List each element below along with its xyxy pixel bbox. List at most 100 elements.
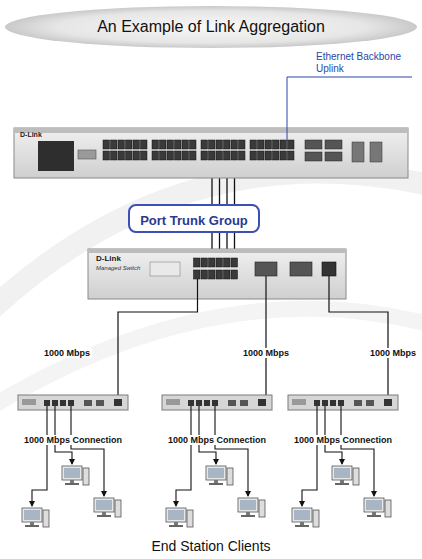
monitor [94,498,114,512]
screen [96,500,112,510]
port [224,258,231,267]
port [126,140,133,149]
port [96,400,104,406]
stand [246,512,250,515]
tower [43,510,49,527]
port [190,151,197,160]
base [169,525,183,527]
port [196,400,202,406]
computer-icon [292,508,319,527]
base [209,483,223,485]
client-wire [176,406,191,506]
port [209,258,216,267]
port [216,151,223,160]
callout-label: Ethernet Backbone Uplink [316,51,416,74]
illustration-part [78,150,96,159]
port [126,151,133,160]
base [367,515,381,517]
port [111,140,118,149]
port [322,400,328,406]
port [216,140,223,149]
computer-icon [166,508,193,527]
port [273,140,280,149]
link-speed: 1000 Mbps [42,348,92,358]
front-panel [292,399,306,405]
port [84,400,92,406]
illustration-part [14,128,408,133]
tower [385,500,391,517]
port [188,400,194,406]
port [338,400,344,406]
core-switch [14,128,408,178]
screen [240,500,256,510]
port [160,151,167,160]
diagram-caption: End Station Clients [151,538,270,554]
illustration-part [150,262,180,276]
monitor [332,466,352,480]
client-wire [71,406,104,496]
connection-label: 1000 Mbps Connection [166,435,268,445]
illustration-part [38,141,74,171]
screen [64,468,80,478]
port [201,140,208,149]
illustration-part [265,276,266,398]
computer-icon [22,508,49,527]
computer-icon [94,498,121,517]
model-label: Managed Switch [96,265,140,272]
port [273,151,280,160]
sfp-port [305,152,322,161]
stand [214,480,218,483]
port [224,151,231,160]
edge-switch [18,395,128,410]
stand [30,522,34,525]
connection-label: 1000 Mbps Connection [292,435,394,445]
port [280,151,287,160]
module-slot [352,142,364,162]
illustration-part [255,262,277,276]
base [335,483,349,485]
client-wire [32,406,47,506]
illustration-part [118,279,198,398]
stand [340,480,344,483]
uplink-port [384,399,392,406]
port [201,270,208,279]
front-panel [166,399,180,405]
screen [366,500,382,510]
port [204,400,210,406]
port [152,140,159,149]
port [60,400,66,406]
screen [208,468,224,478]
monitor [62,466,82,480]
illustration-part [88,249,346,253]
tower [313,510,319,527]
illustration-part [88,249,346,299]
port [239,151,246,160]
port [265,140,272,149]
node-label: Port Trunk Group [140,214,248,229]
port [209,140,216,149]
background-swoosh [0,173,422,421]
port [194,270,201,279]
diagram-title: An Example of Link Aggregation [97,18,325,36]
base [295,525,309,527]
client-wire [341,406,374,496]
port [231,270,238,279]
base [97,515,111,517]
base [241,515,255,517]
port [250,140,257,149]
port [141,151,148,160]
title-banner [5,6,417,48]
base [65,483,79,485]
port [265,151,272,160]
port [103,151,110,160]
illustration-part [290,262,312,276]
monitor [206,466,226,480]
monitor [22,508,42,522]
port [314,400,320,406]
illustration-part [322,262,336,276]
port [258,140,265,149]
screen [24,510,40,520]
computer-icon [238,498,265,517]
monitor [238,498,258,512]
